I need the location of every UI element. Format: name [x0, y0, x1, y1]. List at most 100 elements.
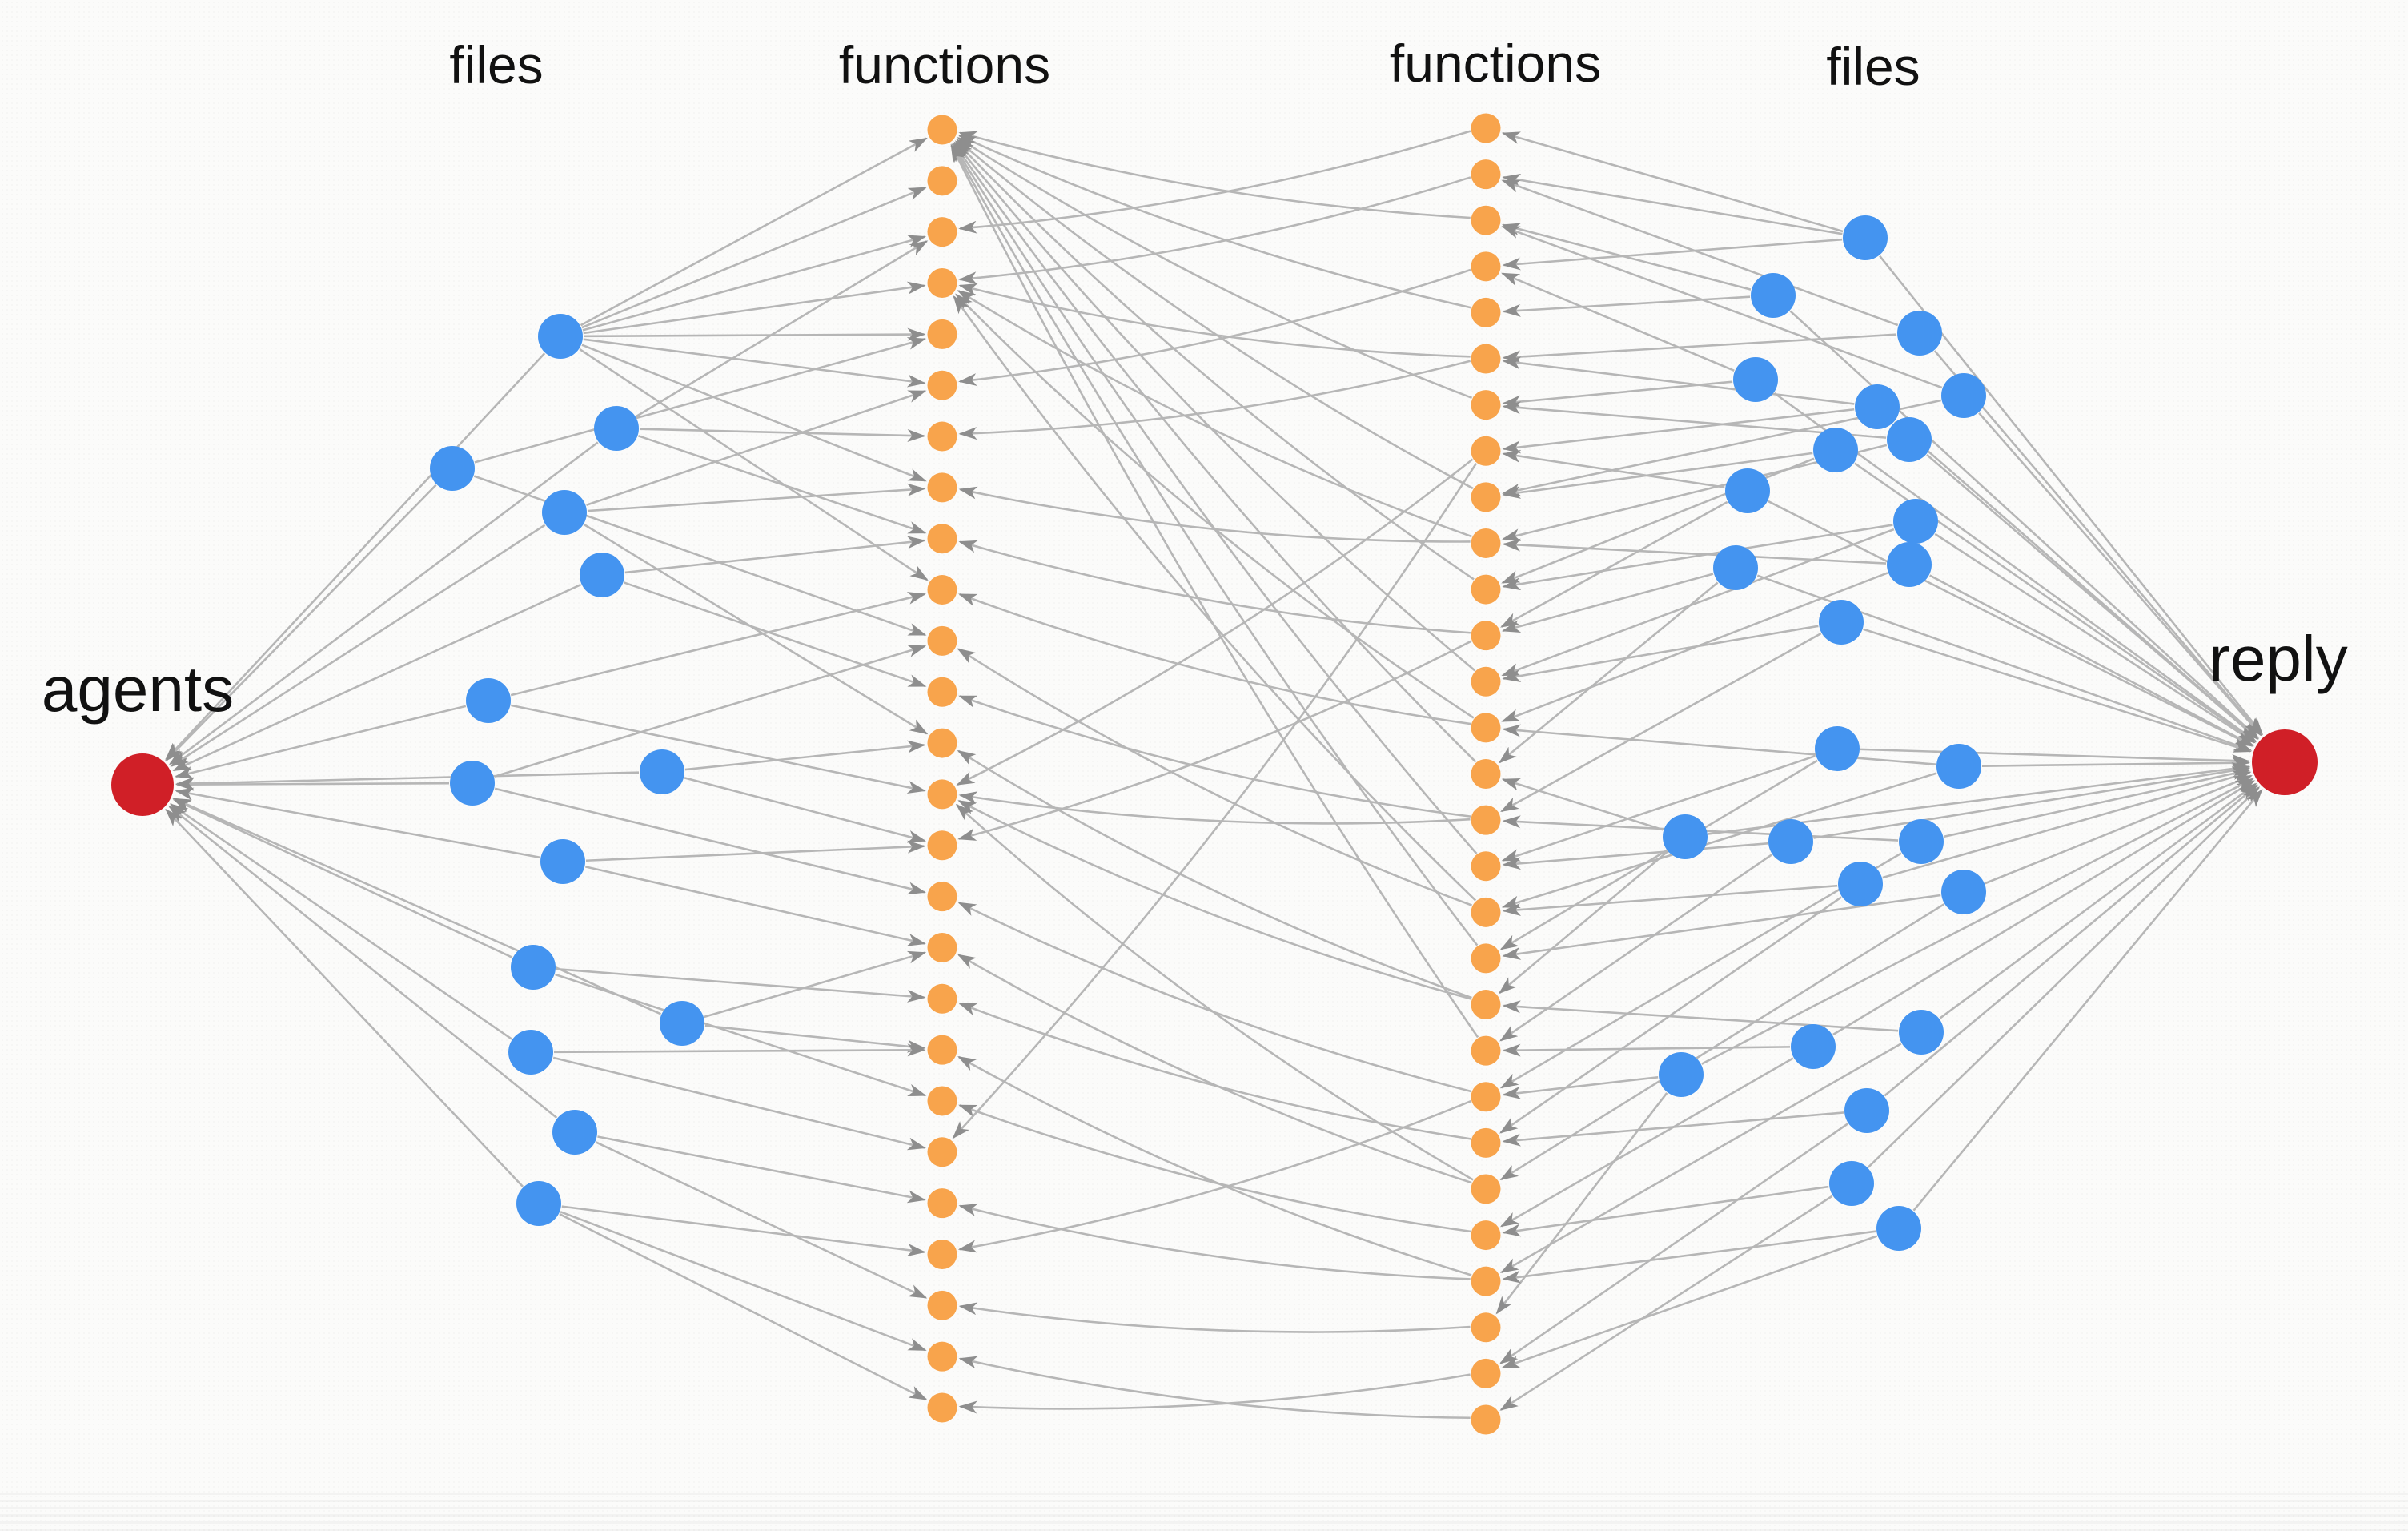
graph-edge: [1502, 356, 1855, 405]
function-node: [927, 932, 957, 962]
function-node: [1471, 990, 1501, 1020]
graph-edge: [555, 973, 927, 1097]
graph-edge: [1502, 625, 1819, 682]
graph-edge: [950, 143, 1479, 1039]
graph-edge: [1501, 179, 1899, 327]
graph-edge: [1882, 770, 2252, 879]
graph-edge: [1502, 333, 1897, 364]
graph-edge: [1499, 1195, 1833, 1411]
graph-edge: [581, 187, 927, 329]
graph-edge: [958, 176, 1471, 285]
graph-edge: [474, 337, 927, 464]
function-node: [1471, 1358, 1501, 1388]
graph-edge: [1502, 449, 1725, 488]
file-node: [552, 1110, 597, 1155]
graph-edge: [958, 1002, 1471, 1140]
graph-edge: [1832, 780, 2256, 1036]
function-node: [1471, 1312, 1501, 1343]
graph-edge: [958, 593, 1471, 725]
file-node: [540, 839, 585, 884]
file-node: [1887, 417, 1932, 462]
endpoint-nodes-layer: [111, 729, 2318, 816]
function-node: [927, 830, 957, 861]
file-node: [1936, 744, 1981, 789]
graph-edge: [1502, 238, 1843, 271]
graph-edge: [1495, 1092, 1668, 1315]
graph-edge: [172, 798, 662, 1015]
file-node: [466, 678, 511, 723]
graph-edge: [1502, 1075, 1659, 1099]
label-reply: reply: [2209, 623, 2347, 694]
graph-edge: [1701, 778, 2254, 1065]
function-node: [1471, 1035, 1501, 1066]
function-node: [1471, 943, 1501, 974]
graph-edge: [172, 583, 582, 772]
function-node: [1471, 1404, 1501, 1435]
file-node: [1844, 1088, 1889, 1133]
graph-edge: [1813, 764, 2251, 839]
file-node: [1829, 1161, 1874, 1206]
graph-edge: [952, 143, 1478, 854]
files-right-cluster: [1659, 215, 1986, 1251]
function-node: [1471, 390, 1501, 420]
graph-edge: [1502, 408, 1855, 454]
function-node: [1471, 436, 1501, 466]
graph-edge: [958, 1104, 1471, 1233]
graph-edge: [957, 1099, 1471, 1253]
graph-edge: [953, 142, 1477, 763]
edges-layer: [165, 130, 2264, 1420]
function-node: [1471, 1220, 1501, 1251]
file-node: [1899, 1010, 1944, 1055]
function-node: [1471, 1127, 1501, 1158]
graph-edge: [165, 352, 546, 761]
graph-edge: [1499, 896, 1842, 1134]
function-node: [1471, 897, 1501, 927]
function-node: [927, 166, 957, 196]
file-node: [430, 446, 475, 491]
graph-edge: [494, 645, 927, 778]
file-node: [1838, 862, 1883, 906]
graph-edge: [957, 749, 1472, 999]
function-node: [927, 728, 957, 758]
graph-edge: [1499, 903, 1945, 1181]
graph-edge: [1501, 131, 1844, 233]
graph-edge: [597, 1135, 926, 1204]
graph-edge: [954, 140, 1475, 581]
graph-edge: [1933, 350, 2263, 737]
graph-edge: [957, 134, 1471, 309]
function-node: [927, 1188, 957, 1219]
graph-edge: [1499, 1057, 1794, 1228]
graph-edge: [1985, 774, 2253, 885]
graph-edge: [1502, 524, 1893, 591]
graph-edge: [955, 293, 1475, 719]
function-node: [1471, 159, 1501, 190]
graph-edge: [623, 581, 927, 688]
graph-edge: [587, 483, 926, 512]
graph-edge: [1501, 272, 1735, 372]
graph-edge: [168, 441, 599, 766]
graph-edge: [1502, 1185, 1829, 1237]
function-node: [927, 370, 957, 400]
files-left-cluster: [430, 314, 704, 1226]
reply-node: [2252, 729, 2318, 795]
graph-edge: [958, 1373, 1471, 1414]
graph-edge: [1501, 1235, 1878, 1369]
graph-edge: [958, 1302, 1471, 1333]
graph-edge: [1502, 894, 1941, 960]
graph-edge: [1502, 173, 1843, 235]
function-node: [927, 779, 957, 810]
graph-edge: [1789, 310, 2260, 739]
function-node: [1471, 1174, 1501, 1204]
graph-edge: [552, 1056, 926, 1151]
graph-edge: [638, 435, 927, 534]
file-node: [1663, 814, 1708, 859]
graph-edge: [958, 268, 1471, 387]
function-node: [927, 1137, 957, 1167]
graph-edge: [561, 1205, 926, 1256]
graph-edge: [957, 954, 1472, 1184]
graph-edge: [175, 787, 540, 859]
function-node: [1471, 528, 1501, 558]
graph-edge: [494, 787, 926, 895]
function-node: [927, 882, 957, 912]
